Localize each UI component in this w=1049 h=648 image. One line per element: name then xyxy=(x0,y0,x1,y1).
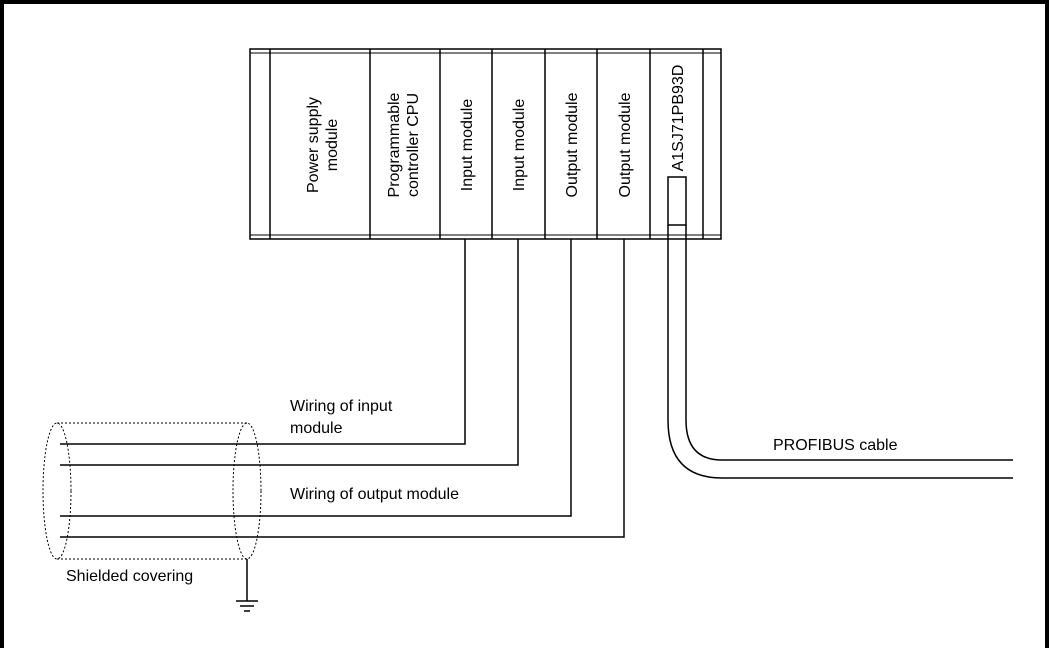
output-module-2-label: Output module xyxy=(617,92,634,197)
programmable-controller-cpu-label: Programmable controller CPU xyxy=(386,92,422,197)
io-wiring xyxy=(60,239,625,538)
svg-text:controller CPU: controller CPU xyxy=(405,93,422,197)
svg-text:Input module: Input module xyxy=(459,99,476,192)
base-unit xyxy=(249,48,722,240)
svg-text:Output module: Output module xyxy=(617,92,634,197)
wiring-input-label-line1: Wiring of input xyxy=(290,398,393,415)
input-module-2-label: Input module xyxy=(511,99,528,192)
svg-text:A1SJ71PB93D: A1SJ71PB93D xyxy=(670,65,687,172)
profibus-cable-label: PROFIBUS cable xyxy=(773,437,898,454)
svg-text:Programmable: Programmable xyxy=(386,92,403,197)
ground-icon xyxy=(236,559,258,612)
module-dividers xyxy=(269,49,704,239)
power-supply-module-label: Power supply module xyxy=(305,97,341,193)
profibus-cable xyxy=(667,225,1013,479)
input-module-1-label: Input module xyxy=(459,99,476,192)
svg-text:Output module: Output module xyxy=(564,92,581,197)
wiring-input-label-line2: module xyxy=(290,420,343,437)
profibus-connector xyxy=(667,176,687,226)
output-module-1-label: Output module xyxy=(564,92,581,197)
svg-text:Input module: Input module xyxy=(511,99,528,192)
svg-text:module: module xyxy=(324,119,341,172)
svg-text:Power supply: Power supply xyxy=(305,97,322,193)
wiring-output-label: Wiring of output module xyxy=(290,486,459,503)
shielded-covering-label: Shielded covering xyxy=(66,568,193,585)
profibus-module-label: A1SJ71PB93D xyxy=(670,65,687,172)
shielded-covering-cylinder xyxy=(42,422,262,560)
